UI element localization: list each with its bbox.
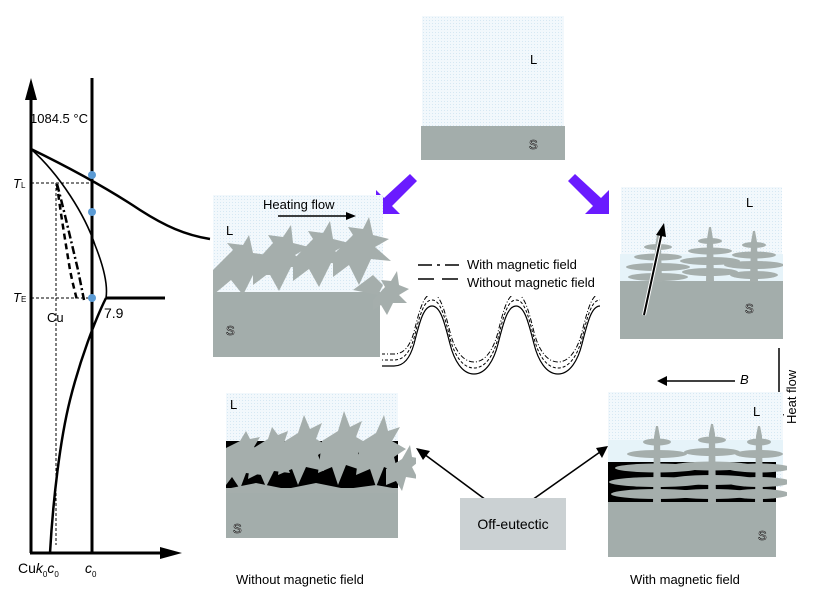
phase-diagram: [25, 78, 211, 559]
eutectic-value-label: 7.9: [104, 305, 124, 321]
state-marker: [88, 294, 96, 302]
k0-sub: 0: [42, 569, 48, 579]
x-axis-labels: Cuk0c0: [18, 560, 59, 579]
te-label-sub: E: [20, 295, 27, 304]
solidus-curve: [30, 148, 108, 299]
aligned-dendrites: [609, 424, 787, 504]
arrow-to-left-panel-icon: [376, 174, 417, 214]
solidus-without-field-curve: [55, 183, 79, 301]
liquid-region: [422, 16, 564, 126]
solid-label: S: [758, 528, 767, 544]
equiaxed-dendrites: [226, 411, 416, 493]
liquidus-curve: [30, 147, 211, 241]
liquid-label: L: [530, 52, 538, 67]
liquid-label: L: [226, 223, 234, 238]
liquid-label: L: [753, 404, 761, 419]
arrow-to-with-field-icon: [531, 451, 601, 501]
solid-region: [421, 126, 565, 160]
interface-wave-diagram: [382, 296, 601, 375]
magnetic-growth-panel: L S: [620, 187, 783, 339]
c0-label: c: [85, 560, 92, 576]
c0-axis-label: c0: [85, 560, 96, 579]
magnetic-field-arrow-icon: [657, 376, 735, 386]
heating-flow-label: Heating flow: [263, 197, 335, 212]
state-marker: [88, 171, 96, 179]
tl-label-sub: L: [20, 181, 26, 190]
tl-label-text: T: [13, 176, 21, 191]
off-eutectic-arrows: [416, 446, 608, 501]
legend-with-field: With magnetic field: [467, 257, 577, 272]
x-axis-arrow-icon: [160, 547, 182, 559]
solidus-with-field-curve: [55, 183, 86, 301]
solid-region: [620, 281, 783, 339]
solid-label: S: [745, 301, 754, 317]
with-field-caption: With magnetic field: [630, 572, 740, 587]
k0-label: k: [35, 560, 43, 576]
without-field-caption: Without magnetic field: [236, 572, 364, 587]
solid-region: [608, 502, 776, 557]
arrow-to-right-panel-icon: [568, 174, 609, 214]
without-field-panel: L S: [226, 393, 416, 538]
y-axis-arrow-icon: [25, 78, 37, 100]
interface-with-field-line: [382, 296, 597, 363]
solid-region: [226, 488, 398, 538]
interface-solid-line: [382, 305, 601, 375]
with-field-panel: L S: [607, 392, 787, 557]
liquid-label: L: [746, 195, 754, 210]
te-label: TE: [13, 290, 26, 305]
heating-flow-panel: Heating flow L S: [213, 195, 409, 357]
c0-sub: 0: [92, 569, 97, 579]
solid-region: [213, 292, 380, 357]
legend-without-field: Without magnetic field: [467, 275, 595, 290]
melting-temp-label: 1084.5 °C: [30, 111, 88, 126]
solid-label: S: [226, 323, 235, 339]
solid-label: S: [233, 521, 242, 537]
legend-line-samples: [418, 264, 459, 280]
te-label-text: T: [13, 290, 21, 305]
x-origin-label: Cu: [18, 560, 36, 576]
liquid-label: L: [230, 397, 238, 412]
c-sub: 0: [54, 569, 59, 579]
growth-direction-arrow-icon: [643, 231, 663, 316]
cu-label: Cu: [47, 310, 64, 325]
arrow-to-without-field-icon: [423, 453, 487, 501]
columnar-dendrites: [626, 223, 783, 316]
solid-label: S: [529, 137, 538, 153]
magnetic-field-b-label: B: [740, 372, 749, 387]
off-eutectic-box: Off-eutectic: [460, 498, 566, 550]
initial-state-panel: L S: [421, 16, 565, 160]
interface-without-field-line: [382, 299, 601, 369]
heating-flow-arrow-icon: [278, 212, 356, 220]
c-label: c: [47, 560, 55, 576]
state-marker: [88, 208, 96, 216]
solvus-curve: [48, 297, 108, 554]
tl-label: TL: [13, 176, 25, 191]
tilted-dendrites: [213, 217, 409, 315]
